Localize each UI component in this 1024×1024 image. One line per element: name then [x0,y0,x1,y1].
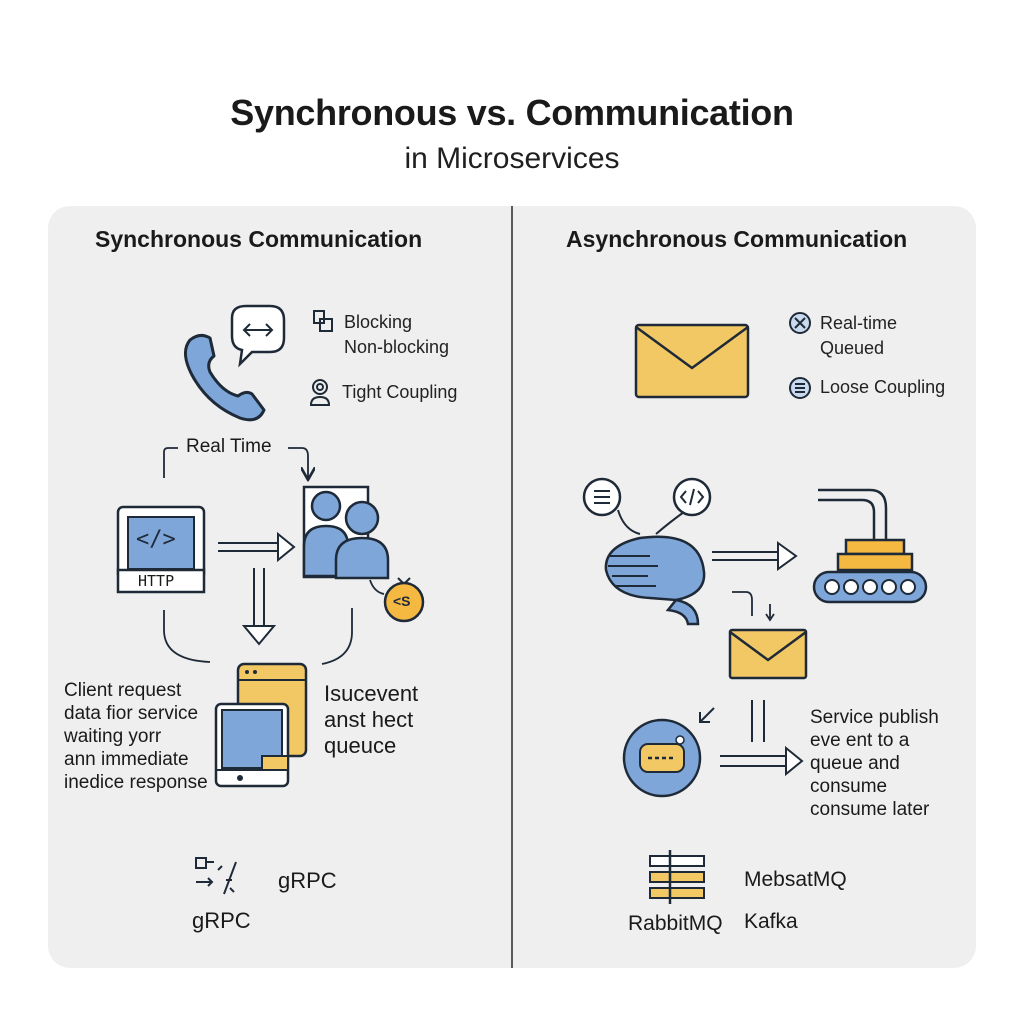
loose-coupling-icon [789,377,811,399]
tablet-icon [214,662,308,788]
realtime-label: Real Time [186,436,272,457]
coupling-icon [309,379,331,406]
code-symbol: </> [136,527,176,552]
realtime-icon [789,312,811,334]
center-divider [511,206,513,968]
broker-icon [649,850,705,904]
down-arrow [241,568,277,646]
grpc-icon [195,857,237,895]
async-legend-queued: Queued [820,338,885,358]
broker-label-mebsatmq: MebsatMQ [744,868,847,891]
blocking-icon [313,310,333,332]
producer-icon [604,535,706,626]
sync-legend-nonblocking: Non-blocking [344,337,450,357]
chat-bubble-icon [230,304,286,368]
broker-label-kafka: Kafka [744,910,798,933]
grpc-label-right: gRPC [278,868,337,893]
sync-description: Client request data fior service waiting… [64,680,208,793]
sync-legend-blocking: Blocking [344,312,413,332]
queue-lines [751,700,765,742]
queue-conveyor-icon [812,488,928,604]
sync-queue-text: Isucevent anst hect queuce [324,681,419,758]
page-title: Synchronous vs. Communication [230,92,794,133]
list-bubble-icon [582,477,622,517]
phone-icon [184,333,266,422]
publish-arrow [712,541,798,571]
code-bubble-icon [672,477,712,517]
users-icon [302,485,390,580]
async-description: Service publish eve ent to a queue and c… [810,707,939,820]
consume-arrow [720,745,804,777]
grpc-label-bottom: gRPC [192,908,251,933]
async-legend-realtime: Real-time [820,313,898,333]
envelope-icon-large [634,323,750,399]
consumer-icon [622,707,715,798]
sync-legend-coupling: Tight Coupling [342,382,458,402]
async-legend-loose: Loose Coupling [820,377,946,397]
envelope-icon-small [728,628,808,680]
page-subtitle: in Microservices [404,142,620,175]
request-arrow [218,531,296,563]
coin-icon [369,577,425,623]
http-label: HTTP [138,572,175,590]
coin-label: <S [393,593,411,609]
code-window-icon [116,505,206,594]
async-heading: Asynchronous Communication [566,226,908,252]
sync-heading: Synchronous Communication [95,226,423,252]
broker-label-rabbitmq: RabbitMQ [628,912,723,935]
